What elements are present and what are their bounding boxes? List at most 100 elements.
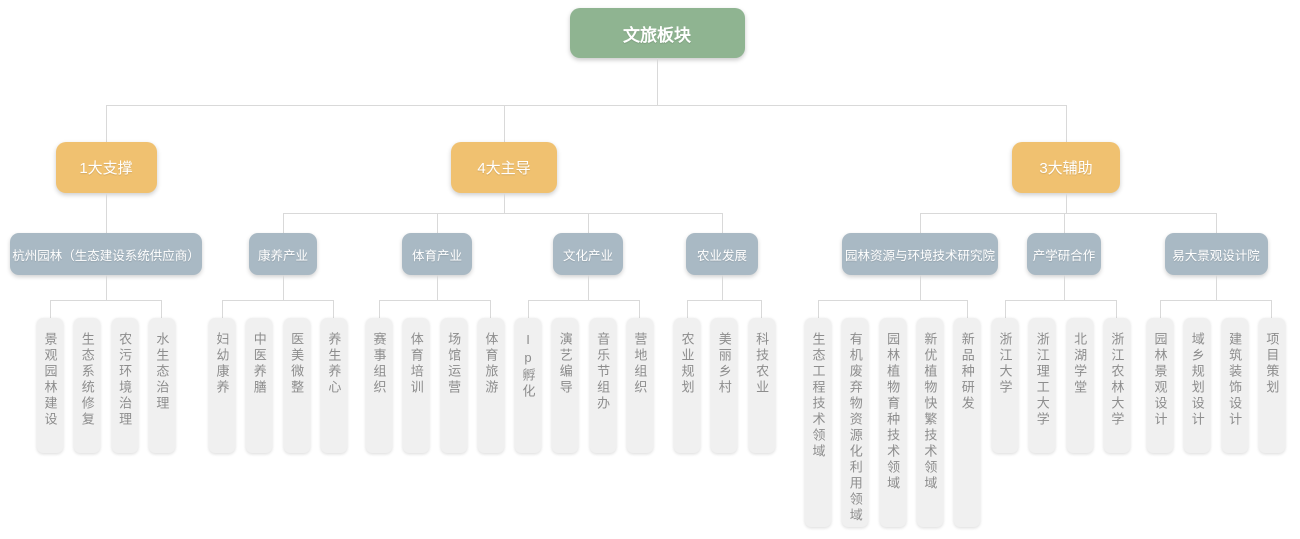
connector-line (686, 300, 688, 318)
connector-line (503, 193, 505, 213)
connector-line (919, 275, 921, 300)
leaf-label: 营地组织 (632, 332, 648, 396)
connector-line (721, 275, 723, 300)
connector-line (1160, 299, 1272, 301)
connector-line (436, 275, 438, 300)
leaf-label: 体育培训 (408, 332, 424, 396)
connector-line (1005, 299, 1117, 301)
connector-line (105, 105, 107, 142)
branch-node-2: 3大辅助 (1012, 142, 1120, 193)
leaf-label: 养生养心 (326, 332, 342, 396)
connector-line (527, 300, 529, 318)
leaf-label: 水生态治理 (154, 332, 170, 412)
leaf-node: 景观园林建设 (37, 318, 63, 453)
connector-line (503, 105, 505, 142)
connector-line (378, 300, 380, 318)
connector-line (283, 212, 722, 214)
leaf-node: 新优植物快繁技术领域 (916, 318, 943, 527)
connector-line (105, 275, 107, 300)
leaf-label: 园林植物育种技术领域 (885, 332, 901, 492)
leaf-node: 美丽乡村 (711, 318, 738, 453)
leaf-node: 浙江大学 (992, 318, 1018, 453)
connector-line (587, 213, 589, 233)
leaf-node: 生态工程技术领域 (805, 318, 831, 527)
leaf-label: 景观园林建设 (42, 332, 58, 428)
leaf-node: 音乐节组办 (589, 318, 616, 453)
leaf-node: 生态系统修复 (74, 318, 101, 453)
leaf-label: 新优植物快繁技术领域 (922, 332, 938, 492)
leaf-label: 美丽乡村 (716, 332, 732, 396)
leaf-label: 新品种研发 (959, 332, 975, 412)
category-node-2-2: 易大景观设计院 (1164, 233, 1268, 275)
leaf-label: 场馆运营 (446, 332, 462, 396)
connector-line (919, 213, 921, 233)
connector-line (528, 299, 640, 301)
leaf-node: 中医养膳 (246, 318, 273, 453)
connector-line (105, 193, 107, 233)
leaf-label: 医美微整 (289, 332, 305, 396)
connector-line (1063, 275, 1065, 300)
category-node-2-0: 园林资源与环境技术研究院 (842, 233, 998, 275)
leaf-label: 中医养膳 (251, 332, 267, 396)
leaf-node: 域乡规划设计 (1184, 318, 1211, 453)
leaf-node: Ip孵化 (515, 318, 541, 453)
connector-line (656, 58, 658, 105)
category-node-1-0: 康养产业 (249, 233, 317, 275)
leaf-label: 北湖学堂 (1072, 332, 1088, 396)
connector-line (282, 275, 284, 300)
leaf-label: 域乡规划设计 (1189, 332, 1205, 428)
connector-line (721, 213, 723, 233)
connector-line (639, 300, 641, 318)
leaf-label: Ip孵化 (520, 332, 536, 400)
leaf-label: 妇幼康养 (214, 332, 230, 396)
leaf-label: 生态工程技术领域 (810, 332, 826, 460)
branch-node-0: 1大支撑 (55, 142, 157, 193)
leaf-node: 浙江理工大学 (1029, 318, 1056, 453)
leaf-node: 体育培训 (403, 318, 430, 453)
leaf-label: 有机废弃物资源化利用领域 (847, 332, 863, 524)
leaf-label: 生态系统修复 (79, 332, 95, 428)
category-node-0-0: 杭州园林（生态建设系统供应商） (10, 233, 202, 275)
leaf-node: 园林植物育种技术领域 (879, 318, 906, 527)
connector-line (1159, 300, 1161, 318)
leaf-node: 有机废弃物资源化利用领域 (842, 318, 869, 527)
category-node-1-1: 体育产业 (402, 233, 472, 275)
category-node-1-3: 农业发展 (686, 233, 758, 275)
connector-line (333, 300, 335, 318)
leaf-node: 浙江农林大学 (1103, 318, 1130, 453)
connector-line (490, 300, 492, 318)
leaf-label: 农污环境治理 (117, 332, 133, 428)
leaf-node: 场馆运营 (440, 318, 467, 453)
leaf-label: 赛事组织 (371, 332, 387, 396)
leaf-node: 妇幼康养 (209, 318, 235, 453)
connector-line (49, 300, 51, 318)
leaf-label: 体育旅游 (483, 332, 499, 396)
category-node-2-1: 产学研合作 (1027, 233, 1101, 275)
connector-line (161, 300, 163, 318)
connector-line (1004, 300, 1006, 318)
connector-line (436, 213, 438, 233)
leaf-label: 浙江农林大学 (1109, 332, 1125, 428)
connector-line (106, 104, 1066, 106)
connector-line (817, 300, 819, 318)
leaf-node: 演艺编导 (552, 318, 579, 453)
connector-line (1271, 300, 1273, 318)
connector-line (818, 299, 968, 301)
connector-line (920, 212, 1216, 214)
leaf-node: 新品种研发 (954, 318, 981, 527)
connector-line (587, 275, 589, 300)
connector-line (1065, 193, 1067, 213)
leaf-label: 项目策划 (1264, 332, 1280, 396)
connector-line (1065, 105, 1067, 142)
leaf-node: 科技农业 (748, 318, 775, 453)
connector-line (50, 299, 162, 301)
category-node-1-2: 文化产业 (553, 233, 623, 275)
connector-line (761, 300, 763, 318)
leaf-node: 体育旅游 (477, 318, 504, 453)
leaf-label: 建筑装饰设计 (1227, 332, 1243, 428)
leaf-label: 浙江理工大学 (1034, 332, 1050, 428)
leaf-label: 农业规划 (679, 332, 695, 396)
connector-line (1215, 275, 1217, 300)
leaf-node: 园林景观设计 (1147, 318, 1173, 453)
